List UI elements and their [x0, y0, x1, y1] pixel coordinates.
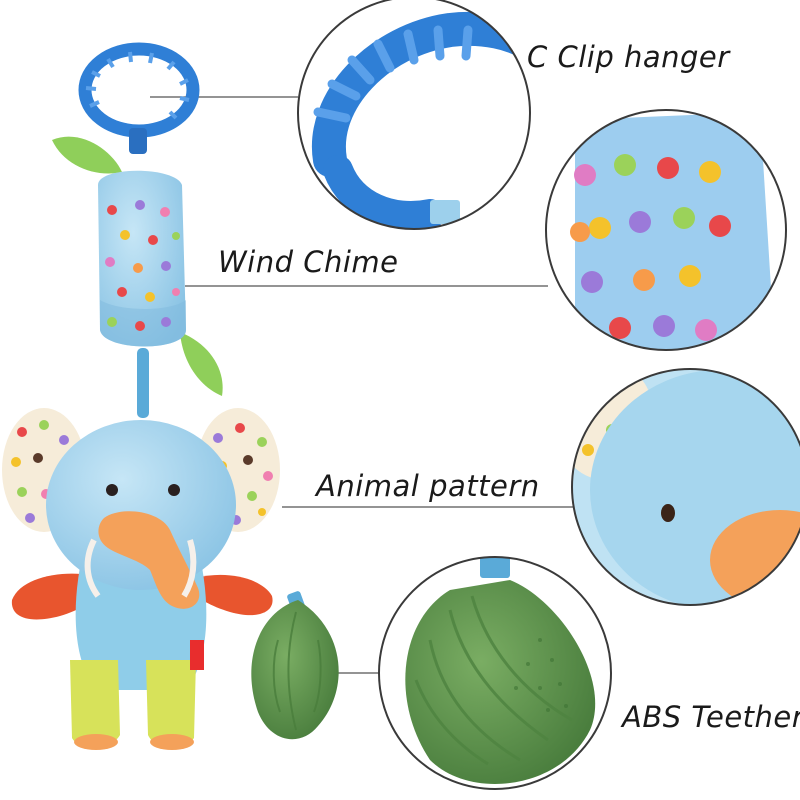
callout-circle-animal — [571, 368, 800, 606]
wind-chime-body — [98, 170, 186, 347]
callout-circle-chime — [545, 109, 787, 351]
callout-circle-teether — [378, 556, 612, 790]
elephant-arm-right — [190, 574, 273, 616]
elephant-eye-right — [168, 484, 180, 496]
elephant-leg-right — [146, 660, 196, 749]
polka-dots-chime — [105, 200, 180, 331]
hanging-string — [137, 348, 149, 418]
toy-figure — [2, 42, 339, 750]
brand-tag — [190, 640, 204, 670]
teether-leaf — [251, 600, 339, 740]
c-clip-ring — [78, 42, 200, 154]
elephant-trunk — [98, 511, 200, 609]
elephant-eye-left — [106, 484, 118, 496]
elephant-leg-left — [70, 660, 120, 749]
elephant-head — [46, 420, 236, 590]
leaf-bottom-right — [180, 332, 223, 396]
leaf-top-left — [52, 136, 122, 174]
callout-circle-clip — [297, 0, 531, 230]
